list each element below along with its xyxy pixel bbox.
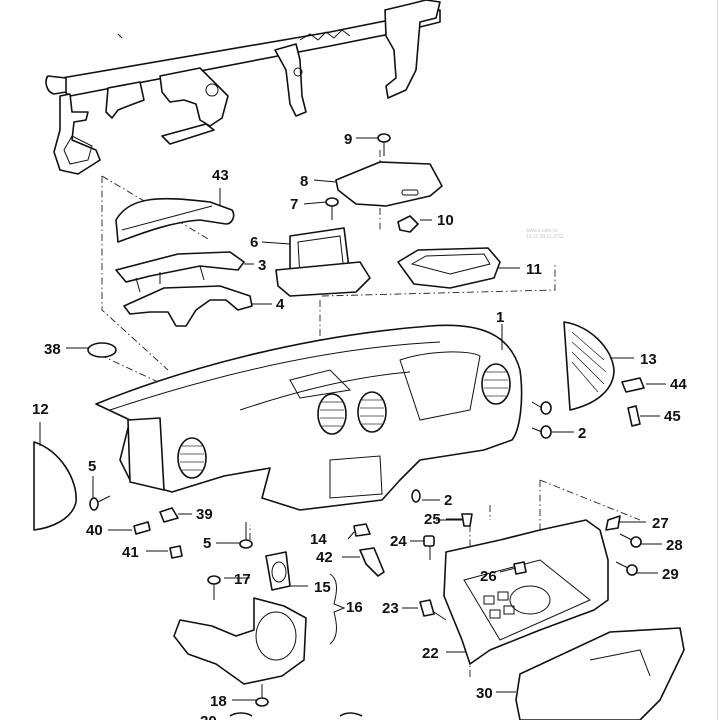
callout-11: 11 xyxy=(526,261,542,278)
callout-9: 9 xyxy=(344,131,352,148)
callout-2-lower: 2 xyxy=(444,492,452,509)
callout-3: 3 xyxy=(258,257,266,274)
callout-20-partial: 20 xyxy=(200,713,217,720)
callout-43: 43 xyxy=(212,167,229,184)
callout-17: 17 xyxy=(234,571,251,588)
callout-45: 45 xyxy=(664,408,681,425)
callout-7: 7 xyxy=(290,196,298,213)
steering-column-parts xyxy=(173,551,363,717)
part-12-left-end-cap xyxy=(33,441,77,531)
callout-15: 15 xyxy=(314,579,331,596)
part-1-dashboard xyxy=(95,324,523,511)
leader-lines xyxy=(39,137,666,701)
callout-38: 38 xyxy=(44,341,61,358)
watermark: www.s-cats.ru 13.11.08.11.2011 xyxy=(526,228,564,240)
clips-left xyxy=(89,495,253,559)
callout-2-upper: 2 xyxy=(578,425,586,442)
callout-40: 40 xyxy=(86,522,103,539)
part-3-cluster-trim xyxy=(115,251,245,293)
callout-22: 22 xyxy=(422,645,439,662)
clips-right xyxy=(531,377,645,439)
callout-26: 26 xyxy=(480,568,497,585)
part-4-lower-cover xyxy=(123,285,253,327)
part-6-display xyxy=(275,227,371,297)
callout-42: 42 xyxy=(316,549,333,566)
callout-10: 10 xyxy=(437,212,454,229)
callout-labels: 9 8 43 7 10 6 3 11 4 1 38 13 44 12 45 2 … xyxy=(32,131,687,720)
callout-44: 44 xyxy=(670,376,687,393)
callout-5-left: 5 xyxy=(88,458,96,475)
callout-12: 12 xyxy=(32,401,49,418)
part-11-tray xyxy=(397,247,501,289)
callout-6: 6 xyxy=(250,234,258,251)
callout-18: 18 xyxy=(210,693,227,710)
part-43-hood xyxy=(115,197,235,243)
callout-29: 29 xyxy=(662,566,679,583)
callout-39: 39 xyxy=(196,506,213,523)
callout-23: 23 xyxy=(382,600,399,617)
part-8-display-cover xyxy=(335,161,443,207)
clips-center xyxy=(353,489,473,617)
callout-8: 8 xyxy=(300,173,308,190)
part-22-glovebox-housing xyxy=(443,515,642,665)
callout-30: 30 xyxy=(476,685,493,702)
callout-25: 25 xyxy=(424,511,441,528)
callout-14: 14 xyxy=(310,531,327,548)
watermark-line-2: 13.11.08.11.2011 xyxy=(526,234,564,240)
callout-16: 16 xyxy=(346,599,363,616)
watermark-line-1: www.s-cats.ru xyxy=(526,228,557,234)
cross-car-beam xyxy=(45,0,441,175)
part-13-right-end-cap xyxy=(563,321,615,411)
callout-27: 27 xyxy=(652,515,669,532)
image-edge-line xyxy=(717,0,718,720)
callout-13: 13 xyxy=(640,351,657,368)
callout-1: 1 xyxy=(496,309,504,326)
callout-4: 4 xyxy=(276,296,285,313)
callout-24: 24 xyxy=(390,533,407,550)
part-30-glovebox-lid xyxy=(515,627,685,720)
part-38-sensor-cover xyxy=(87,342,117,358)
callout-5-center: 5 xyxy=(203,535,211,552)
callout-28: 28 xyxy=(666,537,683,554)
callout-41: 41 xyxy=(122,544,139,561)
